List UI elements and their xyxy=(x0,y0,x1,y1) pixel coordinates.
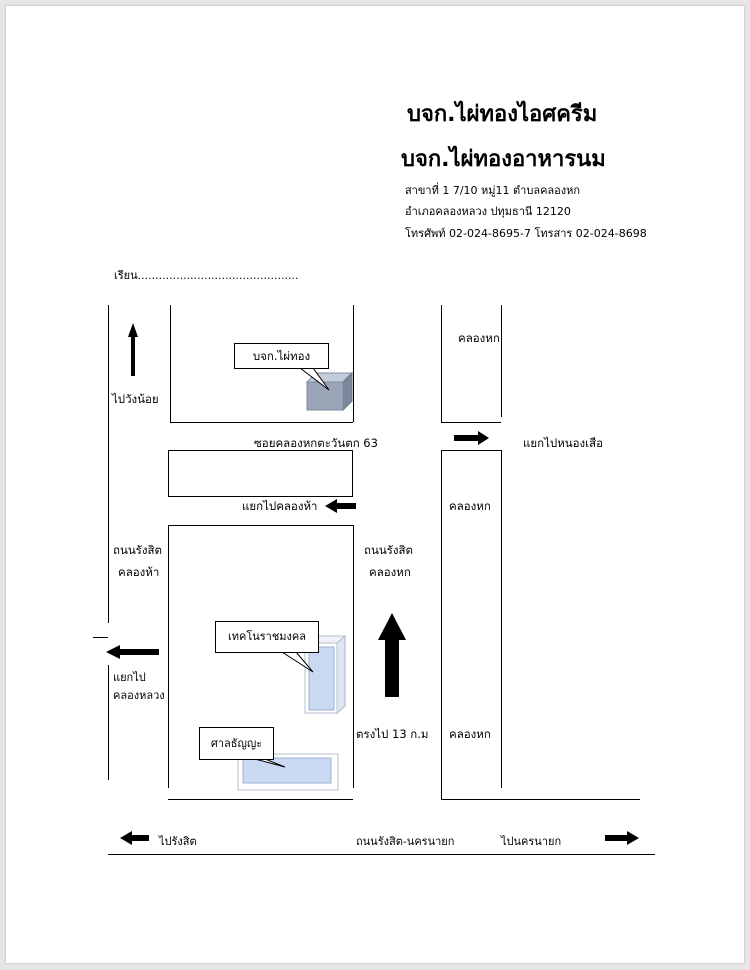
address-line-2: อำเภอคลองหลวง ปทุมธานี 12120 xyxy=(405,205,571,218)
canal-top-right-edge xyxy=(501,305,502,417)
lower-block-right-edge xyxy=(353,525,354,788)
arrow-up-straight-icon xyxy=(378,613,406,697)
label-road-rangsit-klonghok-2: คลองหก xyxy=(369,565,411,579)
label-road-rangsit-klonghok-1: ถนนรังสิต xyxy=(364,543,413,557)
label-to-klong-luang-2: คลองหลวง xyxy=(113,689,165,702)
callout-university: เทคโนราชมงคล xyxy=(215,621,319,653)
arrow-up-wang-noi-icon xyxy=(128,323,138,376)
lower-road-edge-right xyxy=(441,799,640,800)
canal-top-left-edge xyxy=(441,305,442,422)
canal-top-bottom-edge xyxy=(441,422,501,423)
block-top-left-edge xyxy=(170,305,171,422)
arrow-right-nong-suea-icon xyxy=(454,431,489,445)
lower-block-left-edge xyxy=(168,525,169,788)
canal-lower-right-edge xyxy=(501,450,502,788)
label-to-nong-suea: แยกไปหนองเสือ xyxy=(523,436,604,450)
canal-lower-left-edge xyxy=(441,450,442,799)
salutation-line: เรียน...................................… xyxy=(114,269,299,282)
address-line-1: สาขาที่ 1 7/10 หมู่11 ตำบลคลองหก xyxy=(405,184,581,197)
arrow-left-klong-luang-icon xyxy=(106,645,159,659)
label-klong-hok-mid: คลองหก xyxy=(449,499,491,513)
road-line-left-upper xyxy=(108,305,109,623)
arrow-left-rangsit-icon xyxy=(120,831,149,845)
label-road-rangsit-klongha-2: คลองห้า xyxy=(118,565,160,579)
canal-lower-top-edge xyxy=(441,450,501,451)
block-top-right-edge xyxy=(353,305,354,422)
label-road-rangsit-nakhon-nayok: ถนนรังสิต-นครนายก xyxy=(356,835,455,848)
arrow-left-klong-ha-icon xyxy=(325,499,356,513)
label-to-wang-noi: ไปวังน้อย xyxy=(112,392,159,406)
label-to-rangsit: ไปรังสิต xyxy=(159,835,197,848)
label-klong-hok-top: คลองหก xyxy=(458,331,500,345)
university-building-icon xyxy=(303,634,347,715)
callout-company: บจก.ไผ่ทอง xyxy=(234,343,329,369)
label-to-nakhon-nayok: ไปนครนายก xyxy=(501,835,562,848)
company-name-dairy: บจก.ไผ่ทองอาหารนม xyxy=(401,147,606,172)
lower-block-top-edge xyxy=(168,525,353,526)
soi-road-top-edge xyxy=(170,422,353,423)
middle-block xyxy=(168,450,353,497)
road-line-left-lower xyxy=(108,665,109,780)
label-to-klong-luang-1: แยกไป xyxy=(113,671,146,684)
label-soi-name: ซอยคลองหกตะวันตก 63 xyxy=(254,436,378,450)
label-klong-hok-bottom: คลองหก xyxy=(449,727,491,741)
lower-road-edge-left xyxy=(168,799,353,800)
main-road-line xyxy=(108,854,655,855)
document-page xyxy=(6,6,744,963)
label-to-klong-ha: แยกไปคลองห้า xyxy=(242,499,318,513)
phone-fax-line: โทรศัพท์ 02-024-8695-7 โทรสาร 02-024-869… xyxy=(405,227,647,240)
label-straight-13km: ตรงไป 13 ก.ม xyxy=(356,727,429,741)
arrow-right-nakhon-nayok-icon xyxy=(605,831,639,845)
company-name-ice-cream: บจก.ไผ่ทองไอศครีม xyxy=(407,102,598,127)
label-road-rangsit-klongha-1: ถนนรังสิต xyxy=(113,543,162,557)
court-building-icon xyxy=(237,753,339,791)
callout-court: ศาลธัญญะ xyxy=(199,727,274,760)
road-stub xyxy=(93,637,108,638)
